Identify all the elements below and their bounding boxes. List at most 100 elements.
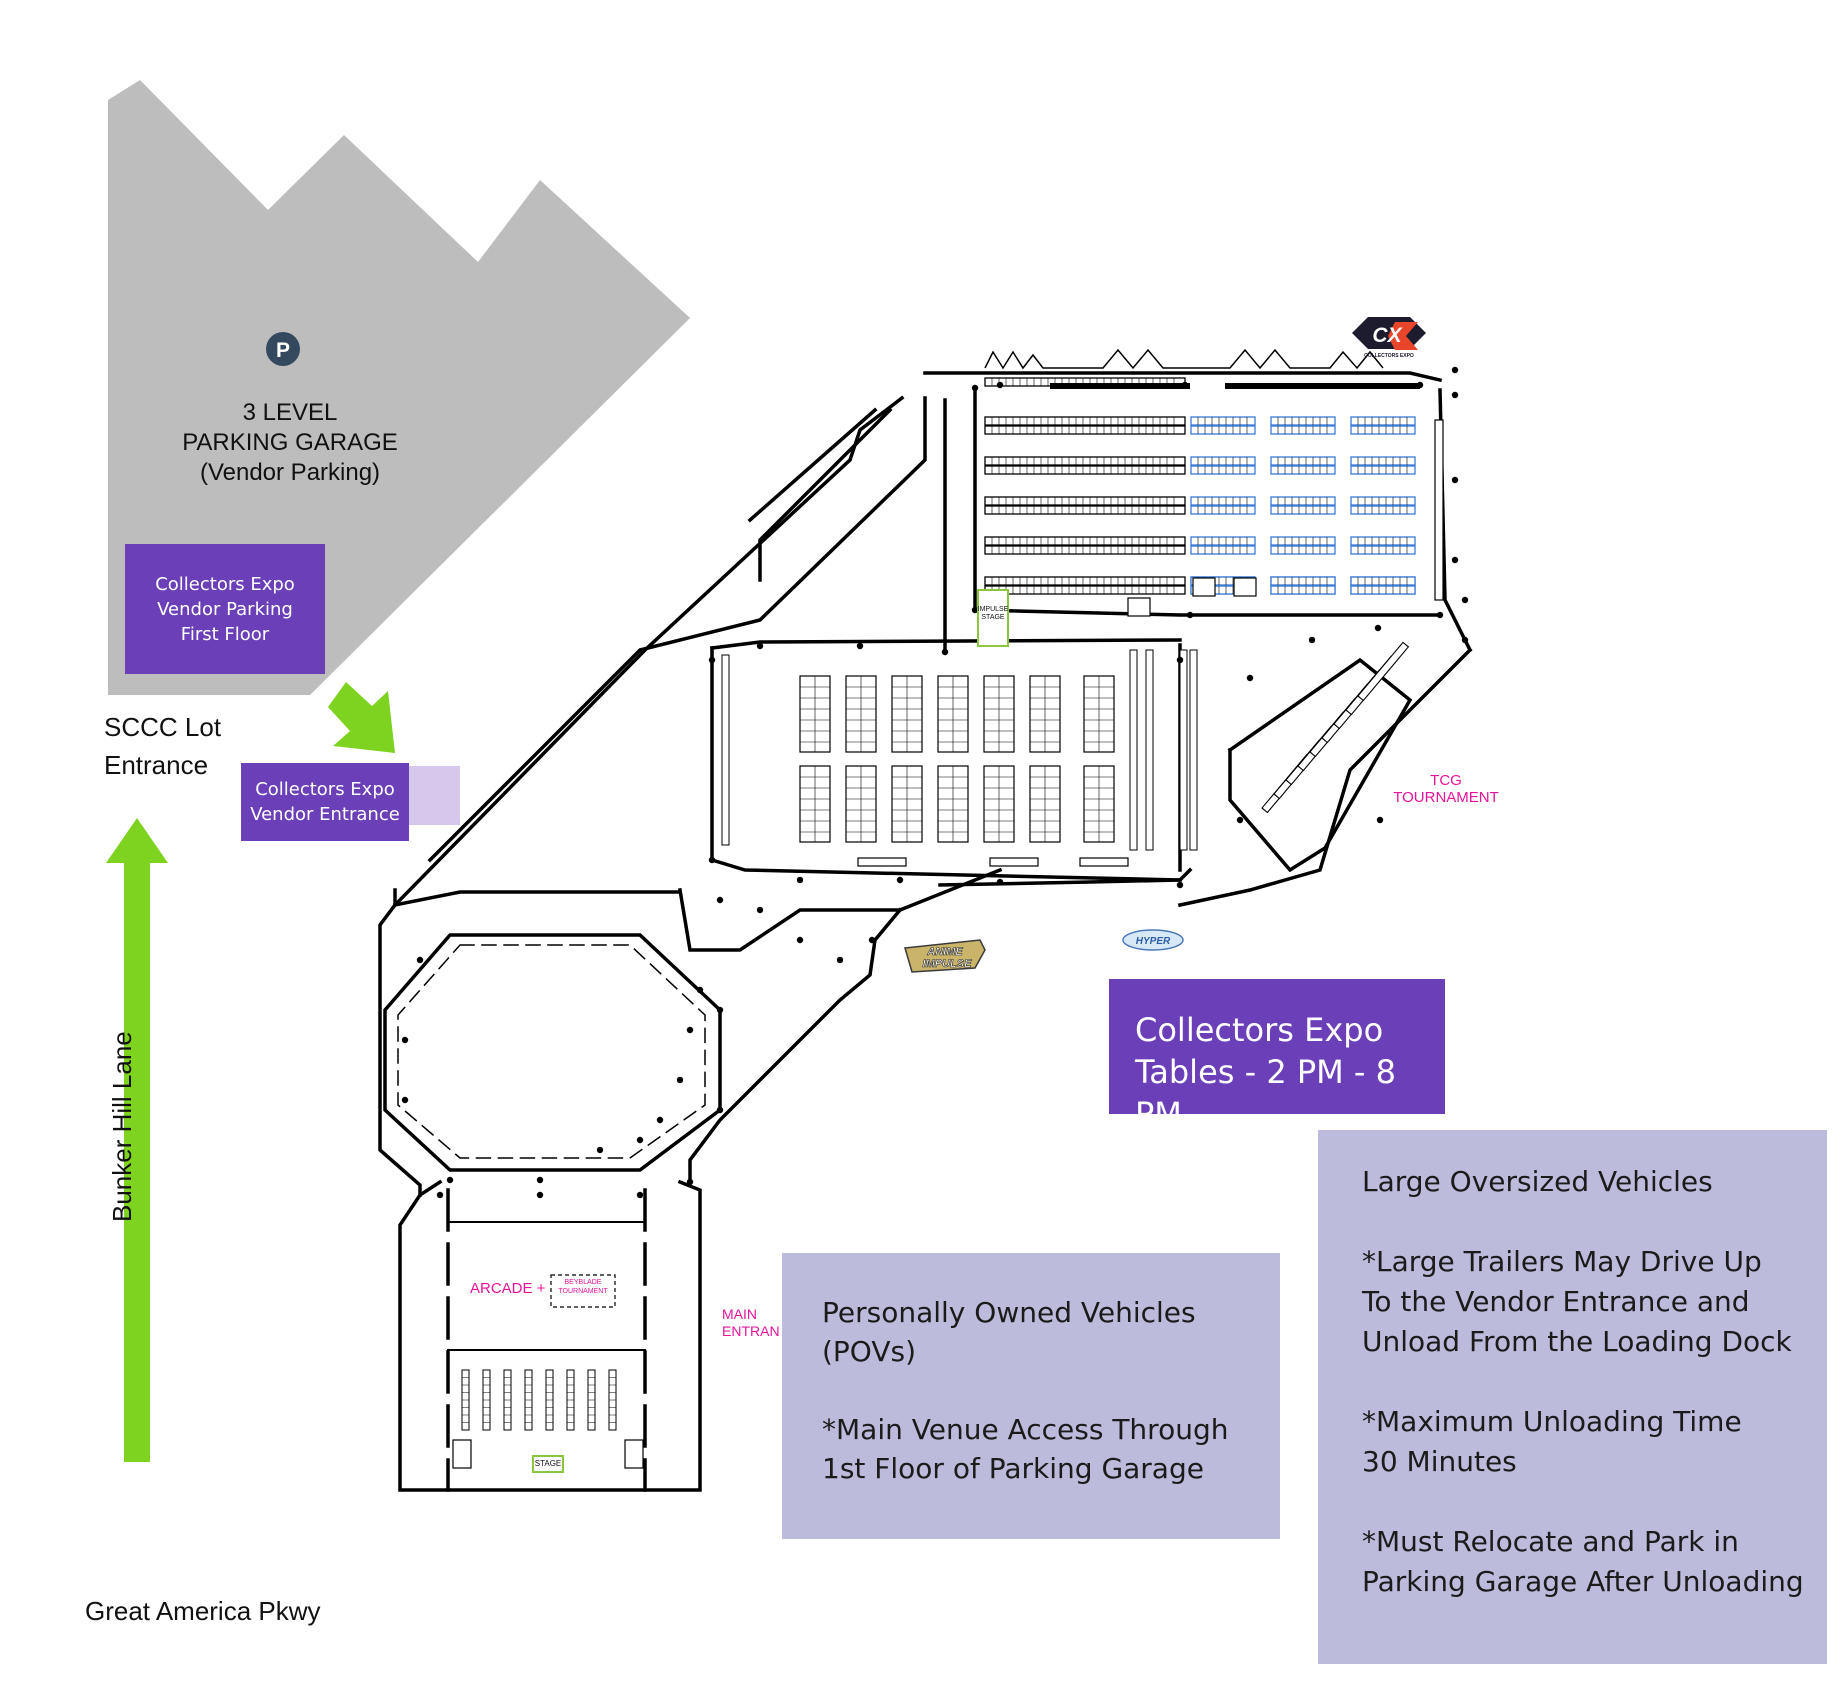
north-wall-table [1050,383,1190,389]
column [1236,816,1244,824]
vendor-table-row [984,416,1186,426]
bottom-table [989,857,1039,867]
vendor-entrance-label: Collectors Expo Vendor Entrance [250,779,400,825]
vendor-table-row [1270,576,1336,586]
corridor-diagonal-2 [747,407,878,523]
lobby-diagonal [688,907,903,1182]
column [686,1178,694,1186]
column [446,1176,454,1184]
column [1176,881,1184,889]
vendor-table-row [1190,465,1256,475]
vendor-table-row [1270,496,1336,506]
table-pair [1233,577,1257,597]
column [836,956,844,964]
pov-info-text: Personally Owned Vehicles (POVs) *Main V… [822,1296,1229,1485]
column [656,1116,664,1124]
vendor-table-row [1270,465,1336,475]
column [896,876,904,884]
central-hall-wall [710,646,1193,882]
tables-hours-box: Collectors Expo Tables - 2 PM - 8 PM [1109,979,1445,1133]
column [796,936,804,944]
vendor-table-row [1350,576,1416,586]
ballroom-octagon-inner [397,944,706,1159]
column [1176,656,1184,664]
lobby-wall-east [677,867,1003,952]
pov-info-box: Personally Owned Vehicles (POVs) *Main V… [782,1253,1280,1539]
north-hall-inner [973,386,1442,617]
arcade-label: ARCADE + [470,1280,546,1297]
vendor-table-row [1350,505,1416,515]
column [1451,391,1459,399]
side-table-column [1189,649,1198,851]
tcg-table-row [1357,641,1410,702]
column [1451,366,1459,374]
column [1246,674,1254,682]
vendor-table-row [1270,416,1336,426]
column [1436,611,1444,619]
vendor-table-row [1350,425,1416,435]
tcg-room-wall [1227,657,1413,873]
vendor-table-row [984,505,1186,515]
vendor-table-row [984,456,1186,466]
diagonal-corridor-outer [393,395,905,910]
column [536,1191,544,1199]
column [716,1006,724,1014]
column [1461,596,1469,604]
ballroom-west-wall [378,902,422,1197]
column [1416,381,1424,389]
cx-logo-subtext: COLLECTORS EXPO [1364,353,1414,359]
column [941,648,949,656]
parking-symbol-circle [266,332,300,366]
bottom-table [1079,857,1129,867]
corridor-diagonal-1 [758,407,893,582]
vendor-direction-arrow [328,682,395,753]
venue-floorplan [378,371,1473,1492]
oversized-vehicles-text: Large Oversized Vehicles *Large Trailers… [1362,1165,1804,1598]
oversized-vehicles-box: Large Oversized Vehicles *Large Trailers… [1318,1130,1827,1664]
south-table-pair [624,1439,644,1469]
bottom-table [857,857,907,867]
column [996,878,1004,886]
vendor-table-row [1190,505,1256,515]
hyper-logo [1122,929,1184,951]
impulse-stage-label: IMPULSE STAGE [977,606,1009,621]
vendor-table-row [1350,536,1416,546]
vendor-table-row [1350,585,1416,595]
bunker-hill-lane-label: Bunker Hill Lane [107,1031,137,1222]
great-america-pkwy-label: Great America Pkwy [85,1596,321,1626]
table-pair [1192,577,1216,597]
vendor-table-row [1190,496,1256,506]
side-table-column [1129,649,1138,851]
north-hall-roof [984,348,1384,370]
stage-label: STAGE [534,1459,562,1468]
vendor-parking-label: Collectors Expo Vendor Parking First Flo… [155,573,295,645]
column [1308,636,1316,644]
central-hall-top [710,638,1182,650]
cx-logo [1352,317,1426,350]
column [971,384,979,392]
anime-impulse-logo-text: ANIME [926,946,963,958]
beyblade-label: BEYBLADE TOURNAMENT [558,1279,608,1295]
vendor-table-row [1270,456,1336,466]
vendor-table-row [1190,536,1256,546]
cx-logo-text: CX [1372,324,1403,347]
anime-impulse-logo [904,939,986,973]
ballroom-octagon [383,933,722,1172]
bunker-hill-arrow [106,818,168,1462]
column [796,876,804,884]
vendor-table-row [1270,505,1336,515]
column [401,1036,409,1044]
lobby-wall-north [392,890,682,908]
column [536,1176,544,1184]
column [696,986,704,994]
column [1186,611,1194,619]
loading-dock-area [405,766,460,825]
vendor-table-row [984,576,1186,586]
column [716,896,724,904]
tables-hours-label: Collectors Expo Tables - 2 PM - 8 PM [1135,1011,1396,1133]
vendor-table-row [1270,536,1336,546]
column [868,936,876,944]
column [1451,556,1459,564]
south-hall-outer [398,1179,702,1492]
column [436,1191,444,1199]
